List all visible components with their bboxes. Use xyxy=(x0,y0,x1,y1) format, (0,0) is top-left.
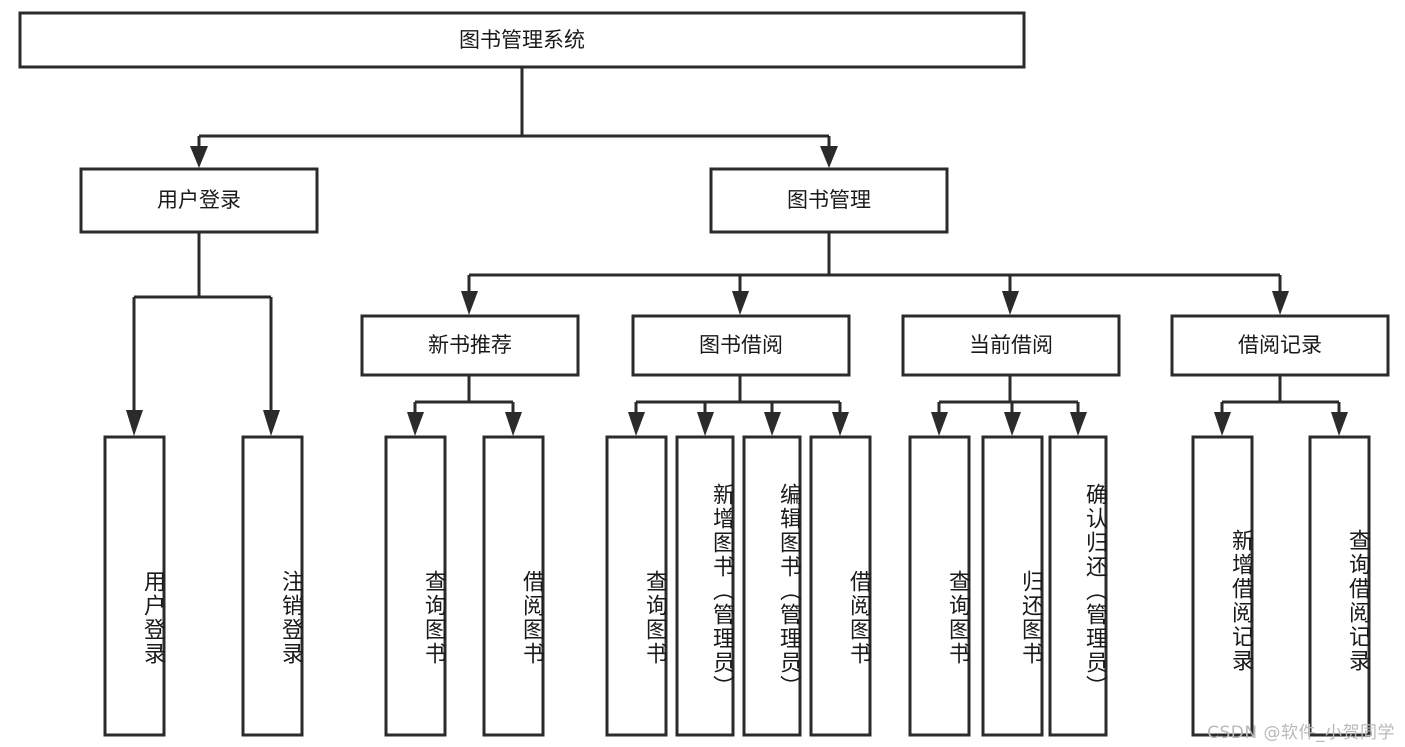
arrow-head-leaf-add-record xyxy=(1214,412,1231,436)
edge-group-book-borrow xyxy=(628,375,849,436)
edge-group-book-manage xyxy=(461,232,1289,315)
node-leaf-borrow-book-2-box[interactable] xyxy=(809,435,872,737)
arrow-head-leaf-confirm-return xyxy=(1070,412,1087,436)
arrow-head-leaf-query-record xyxy=(1331,412,1348,436)
node-user-login-label: 用户登录 xyxy=(157,188,241,212)
node-current-borrow-box[interactable] xyxy=(901,314,1121,377)
arrow-head-current-borrow xyxy=(1002,291,1019,315)
node-borrow-record-label: 借阅记录 xyxy=(1238,333,1322,357)
node-borrow-record-box[interactable] xyxy=(1170,314,1390,377)
csdn-watermark: CSDN @软件_小贺同学 xyxy=(1207,723,1395,743)
node-book-borrow-box[interactable] xyxy=(631,314,851,377)
node-root-box[interactable] xyxy=(18,11,1026,69)
node-new-book-rec-label: 新书推荐 xyxy=(428,333,512,357)
node-leaf-confirm-return-box[interactable] xyxy=(1048,435,1108,737)
node-leaf-add-book-box[interactable] xyxy=(675,435,735,737)
node-leaf-user-login-box[interactable] xyxy=(103,435,166,737)
node-current-borrow-label: 当前借阅 xyxy=(969,333,1053,357)
node-user-login-box[interactable] xyxy=(79,167,319,234)
node-current-borrow[interactable]: 当前借阅 xyxy=(901,314,1121,377)
node-new-book-rec[interactable]: 新书推荐 xyxy=(360,314,580,377)
node-new-book-rec-box[interactable] xyxy=(360,314,580,377)
arrow-head-user-login xyxy=(190,146,208,168)
node-leaf-query-book-3-box[interactable] xyxy=(908,435,971,737)
arrow-head-new-book-rec xyxy=(461,291,478,315)
node-leaf-return-book-box[interactable] xyxy=(981,435,1044,737)
node-book-borrow[interactable]: 图书借阅 xyxy=(631,314,851,377)
node-leaf-query-book-2-box[interactable] xyxy=(605,435,668,737)
arrow-head-leaf-query-book-2 xyxy=(628,412,645,436)
arrow-head-borrow-record xyxy=(1272,291,1289,315)
node-book-manage-box[interactable] xyxy=(709,167,949,234)
arrow-head-book-borrow xyxy=(732,291,749,315)
node-leaf-edit-book-box[interactable] xyxy=(742,435,802,737)
arrow-head-leaf-edit-book xyxy=(764,412,781,436)
node-borrow-record[interactable]: 借阅记录 xyxy=(1170,314,1390,377)
arrow-head-leaf-query-book-3 xyxy=(931,412,948,436)
node-user-login[interactable]: 用户登录 xyxy=(79,167,319,234)
node-leaf-user-logout-box[interactable] xyxy=(241,435,304,737)
arrow-head-leaf-query-book-1 xyxy=(407,412,424,436)
node-leaf-query-record-box[interactable] xyxy=(1308,435,1371,737)
arrow-head-leaf-borrow-book-2 xyxy=(832,412,849,436)
arrow-head-leaf-user-logout xyxy=(263,410,280,436)
edge-group-new-book-rec xyxy=(407,375,522,436)
node-root-label: 图书管理系统 xyxy=(459,28,585,52)
arrow-head-leaf-add-book xyxy=(697,412,714,436)
node-book-borrow-label: 图书借阅 xyxy=(699,333,783,357)
arrow-head-leaf-borrow-book-1 xyxy=(505,412,522,436)
node-book-manage[interactable]: 图书管理 xyxy=(709,167,949,234)
node-leaf-query-book-1-box[interactable] xyxy=(384,435,447,737)
edge-group-user-login xyxy=(126,232,280,436)
leaf-boxes xyxy=(103,435,1371,737)
arrow-head-leaf-return-book xyxy=(1004,412,1021,436)
edge-group-current-borrow xyxy=(931,375,1087,436)
node-book-manage-label: 图书管理 xyxy=(787,188,871,212)
node-root[interactable]: 图书管理系统 xyxy=(18,11,1026,69)
edge-group-borrow-record xyxy=(1214,375,1348,436)
node-leaf-add-record-box[interactable] xyxy=(1191,435,1254,737)
node-leaf-borrow-book-1-box[interactable] xyxy=(482,435,545,737)
arrow-head-leaf-user-login xyxy=(126,410,143,436)
edge-group-root xyxy=(190,67,838,168)
arrow-head-book-manage xyxy=(820,146,838,168)
